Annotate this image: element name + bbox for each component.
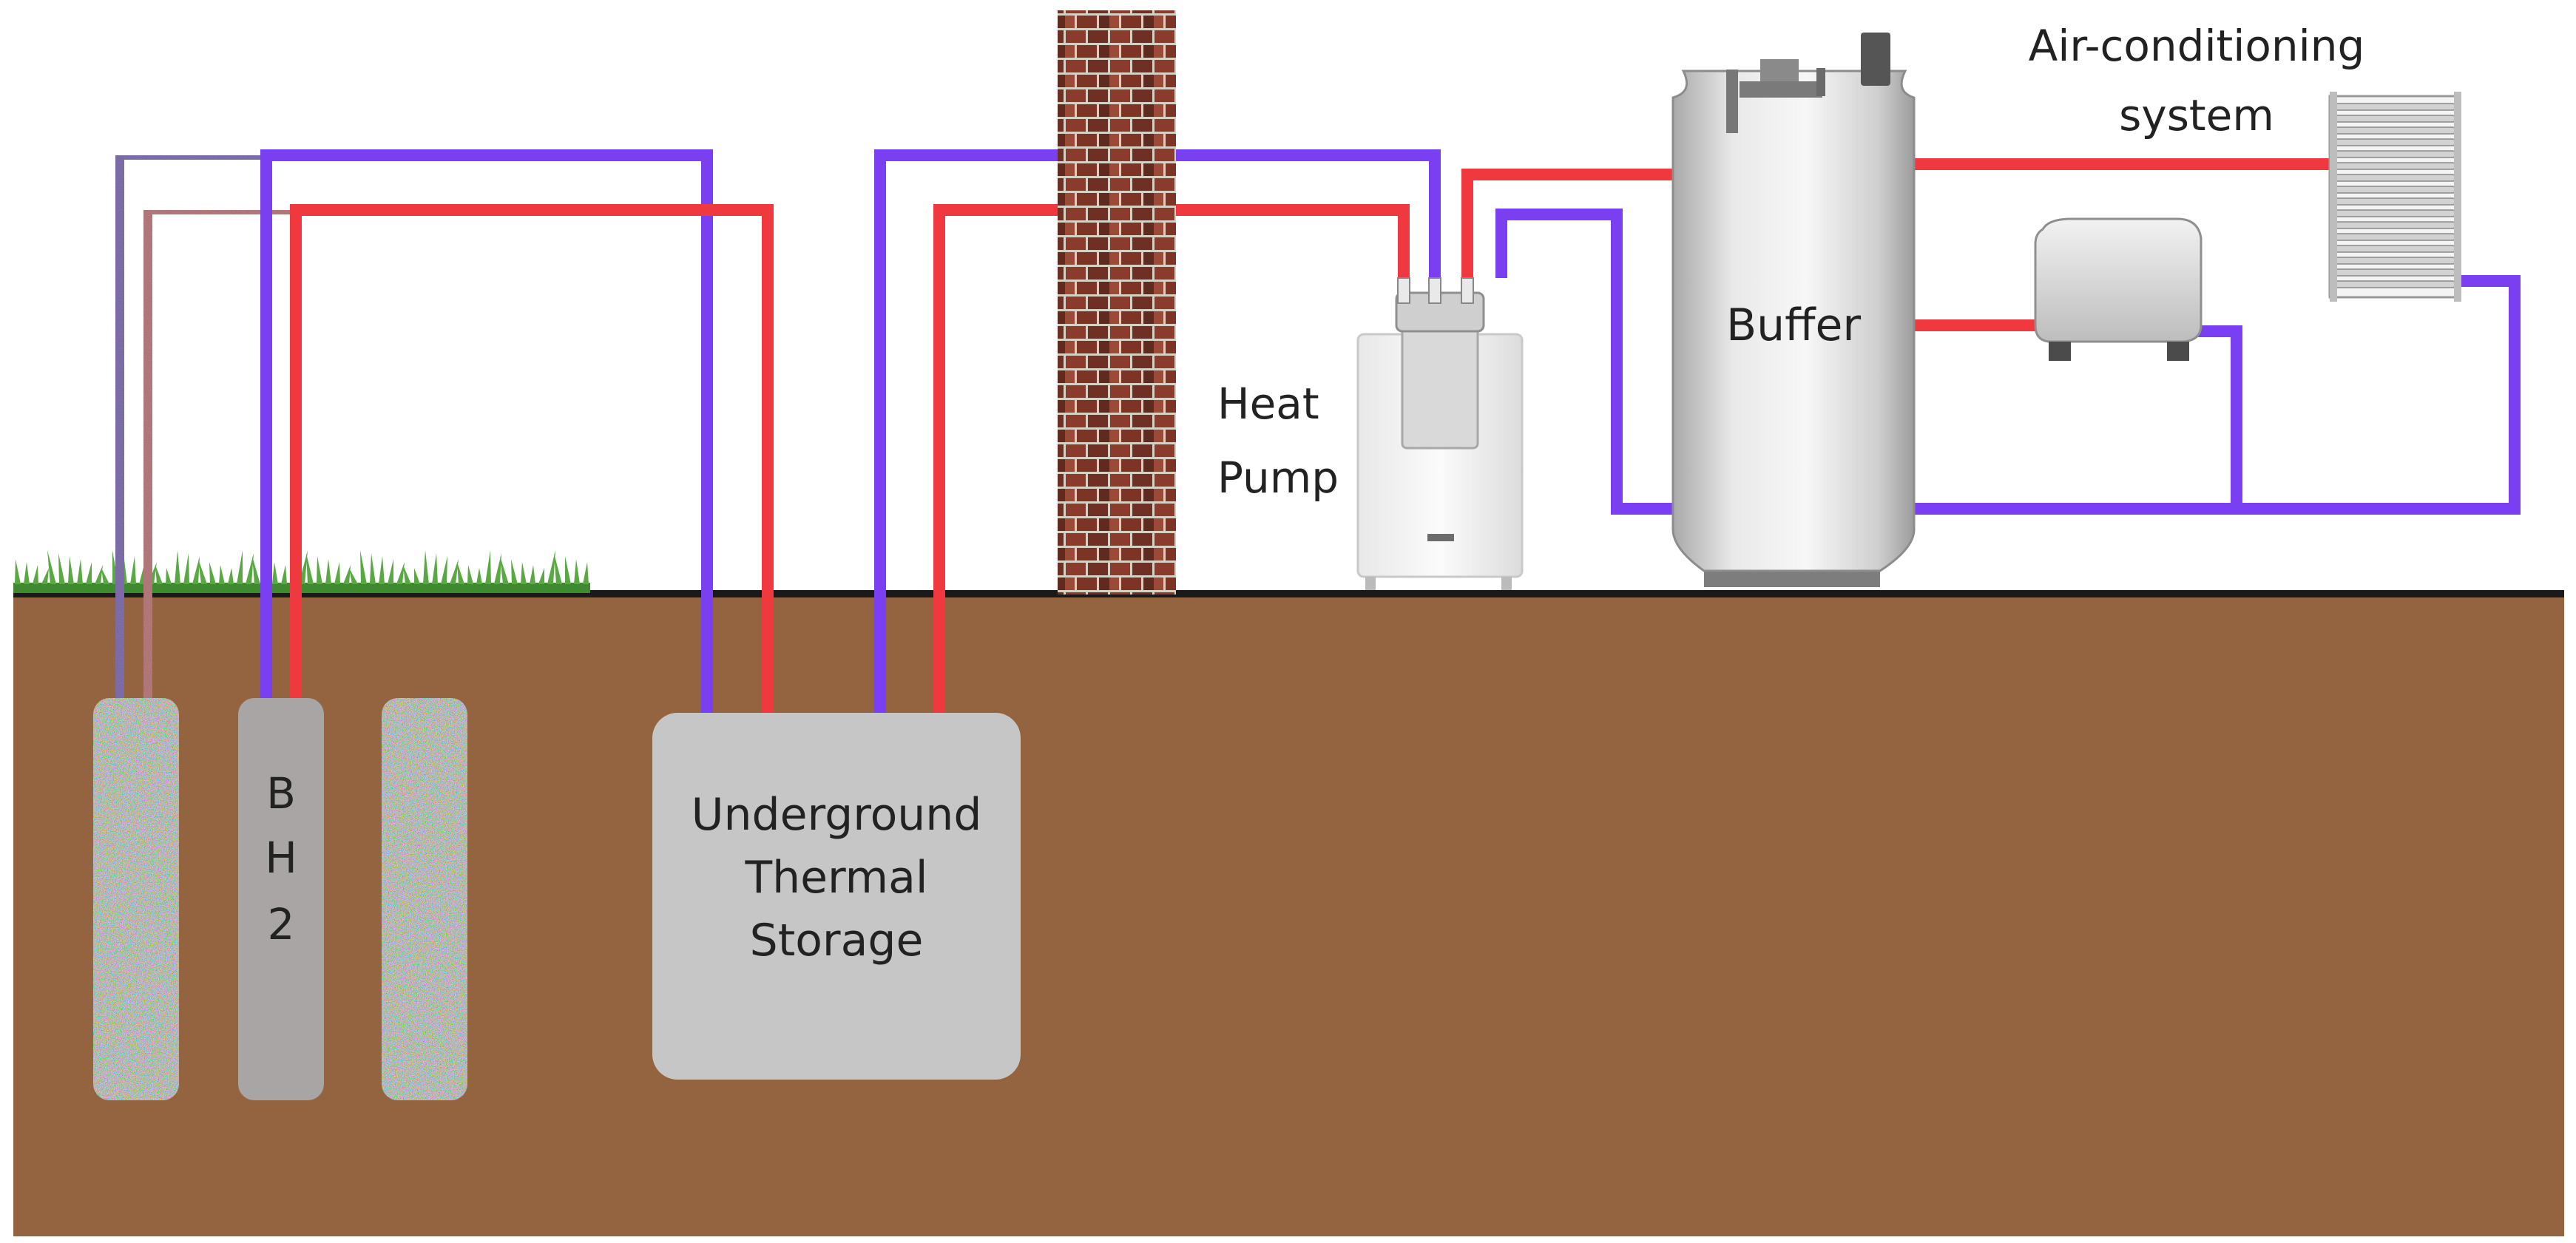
underground-thermal-storage: Underground Thermal Storage [652,713,1021,1080]
bh2-letter-h: H [265,833,297,883]
buffer-label: Buffer [1726,299,1861,351]
heat-pump-unit-icon [1356,277,1524,590]
ac-label-line1: Air-conditioning [2029,21,2365,71]
bh2-number: 2 [268,899,295,949]
heat-pump-label-line2: Pump [1217,453,1339,503]
uts-label-line1: Underground [692,789,982,841]
brick-wall-icon [1058,10,1176,595]
radiator-panel-icon [2328,92,2461,302]
uts-label-line2: Thermal [744,852,927,904]
borehole-1 [93,698,179,1100]
bh2-letter-b: B [266,768,296,819]
fan-coil-unit-icon [2034,217,2203,361]
heat-pump-label-line1: Heat [1217,379,1319,429]
borehole-bh2: B H 2 [238,698,324,1100]
ground-line [13,590,2564,597]
ac-label-line2: system [2119,90,2274,140]
uts-label-line3: Storage [750,915,924,966]
borehole-loop-pipes-inactive [115,151,445,698]
buffer-tank-icon [1671,33,1916,587]
borehole-3 [382,698,467,1100]
